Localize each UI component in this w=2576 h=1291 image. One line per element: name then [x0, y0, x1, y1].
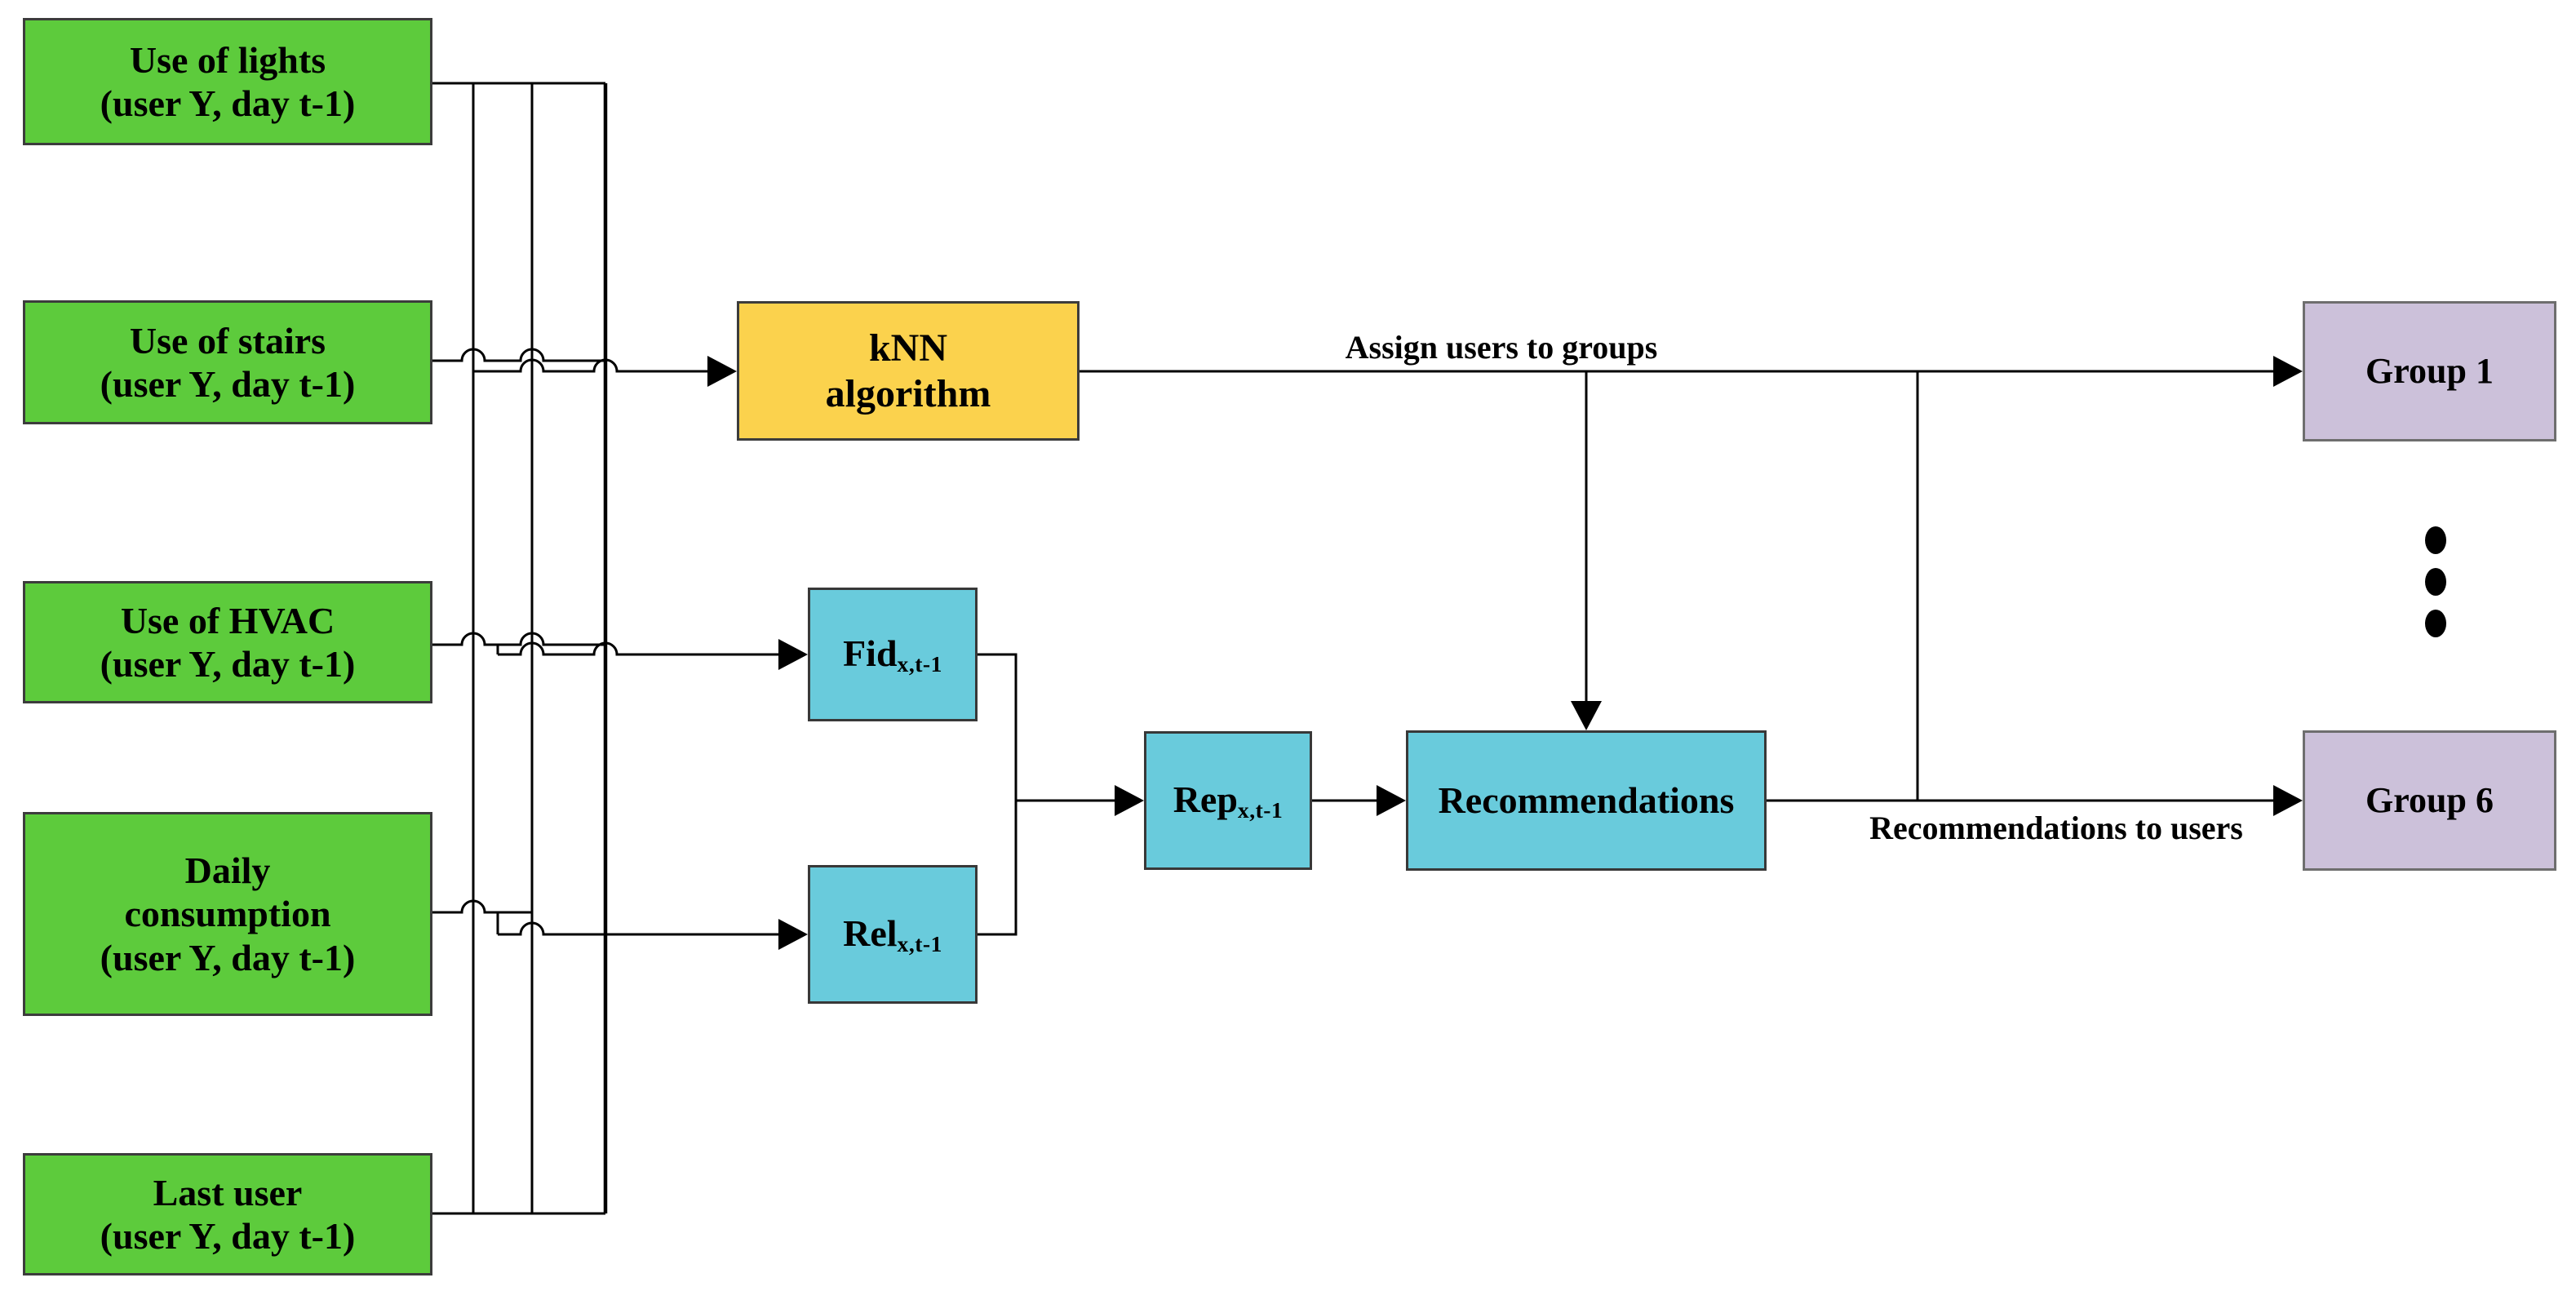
- node-daily-consumption: Daily consumption (user Y, day t-1): [23, 812, 432, 1016]
- node-use-of-stairs: Use of stairs (user Y, day t-1): [23, 300, 432, 424]
- node-label-line: Use of stairs: [129, 319, 326, 362]
- node-group-1: Group 1: [2303, 301, 2556, 441]
- node-label-line: algorithm: [825, 371, 991, 415]
- bus-lines: [432, 82, 608, 1215]
- arrowhead-down-into-recommendations: [1571, 701, 1602, 730]
- node-rep: Repx,t-1: [1144, 731, 1312, 870]
- node-label-line: Recommendations: [1438, 779, 1735, 822]
- edge-hvac-to-bus: [432, 632, 605, 646]
- node-recommendations: Recommendations: [1406, 730, 1767, 871]
- arrowhead-into-rel: [778, 919, 808, 950]
- formula-base: Rep: [1173, 779, 1238, 821]
- arrowhead-into-rep: [1115, 785, 1144, 816]
- edge-label-assign-users: Assign users to groups: [1345, 329, 1658, 366]
- node-label-line: Daily: [184, 849, 271, 891]
- formula-subscript: x,t-1: [897, 930, 942, 956]
- arrowheads: [707, 356, 2303, 950]
- node-rel: Relx,t-1: [808, 865, 978, 1004]
- node-formula: Relx,t-1: [843, 912, 942, 957]
- arrowhead-into-group1: [2273, 356, 2303, 387]
- edge-daily-to-bus: [432, 899, 532, 914]
- arrowhead-into-group6: [2273, 785, 2303, 816]
- node-use-of-lights: Use of lights (user Y, day t-1): [23, 18, 432, 145]
- node-formula: Fidx,t-1: [843, 632, 942, 677]
- formula-base: Rel: [843, 912, 898, 955]
- arrowhead-into-fid: [778, 639, 808, 670]
- formula-subscript: x,t-1: [1237, 796, 1284, 823]
- node-label-line: (user Y, day t-1): [100, 82, 356, 124]
- row-connectors: [432, 348, 2276, 936]
- edge-rel-out: [978, 801, 1018, 936]
- node-label-line: (user Y, day t-1): [100, 1215, 356, 1257]
- node-formula: Repx,t-1: [1173, 778, 1284, 823]
- node-label-line: (user Y, day t-1): [100, 643, 356, 685]
- arrowhead-into-recommendations: [1377, 785, 1406, 816]
- node-fid: Fidx,t-1: [808, 588, 978, 721]
- edge-fid-out: [978, 653, 1018, 801]
- node-label-line: (user Y, day t-1): [100, 363, 356, 405]
- edge-stairs-to-bus: [432, 348, 605, 362]
- node-label-line: Use of HVAC: [120, 599, 335, 641]
- edge-label-recommendations-to-users: Recommendations to users: [1869, 810, 2243, 846]
- arrowhead-into-knn: [707, 356, 737, 387]
- formula-base: Fid: [843, 632, 898, 675]
- node-label-line: (user Y, day t-1): [100, 936, 356, 978]
- edge-bus-to-knn: [473, 358, 710, 373]
- ellipsis-dots-icon: [2425, 526, 2446, 637]
- node-knn-algorithm: kNN algorithm: [737, 301, 1080, 441]
- node-group-6: Group 6: [2303, 730, 2556, 871]
- node-label-line: Group 1: [2365, 351, 2494, 392]
- edge-to-rel: [498, 921, 781, 936]
- node-label-line: consumption: [124, 893, 331, 935]
- edge-to-fid: [498, 641, 781, 656]
- node-use-of-hvac: Use of HVAC (user Y, day t-1): [23, 581, 432, 703]
- node-last-user: Last user (user Y, day t-1): [23, 1153, 432, 1275]
- node-label-line: Last user: [153, 1171, 303, 1213]
- node-label-line: Group 6: [2365, 780, 2494, 821]
- node-label-line: Use of lights: [129, 38, 326, 81]
- node-label-line: kNN: [868, 326, 948, 370]
- formula-subscript: x,t-1: [897, 650, 942, 677]
